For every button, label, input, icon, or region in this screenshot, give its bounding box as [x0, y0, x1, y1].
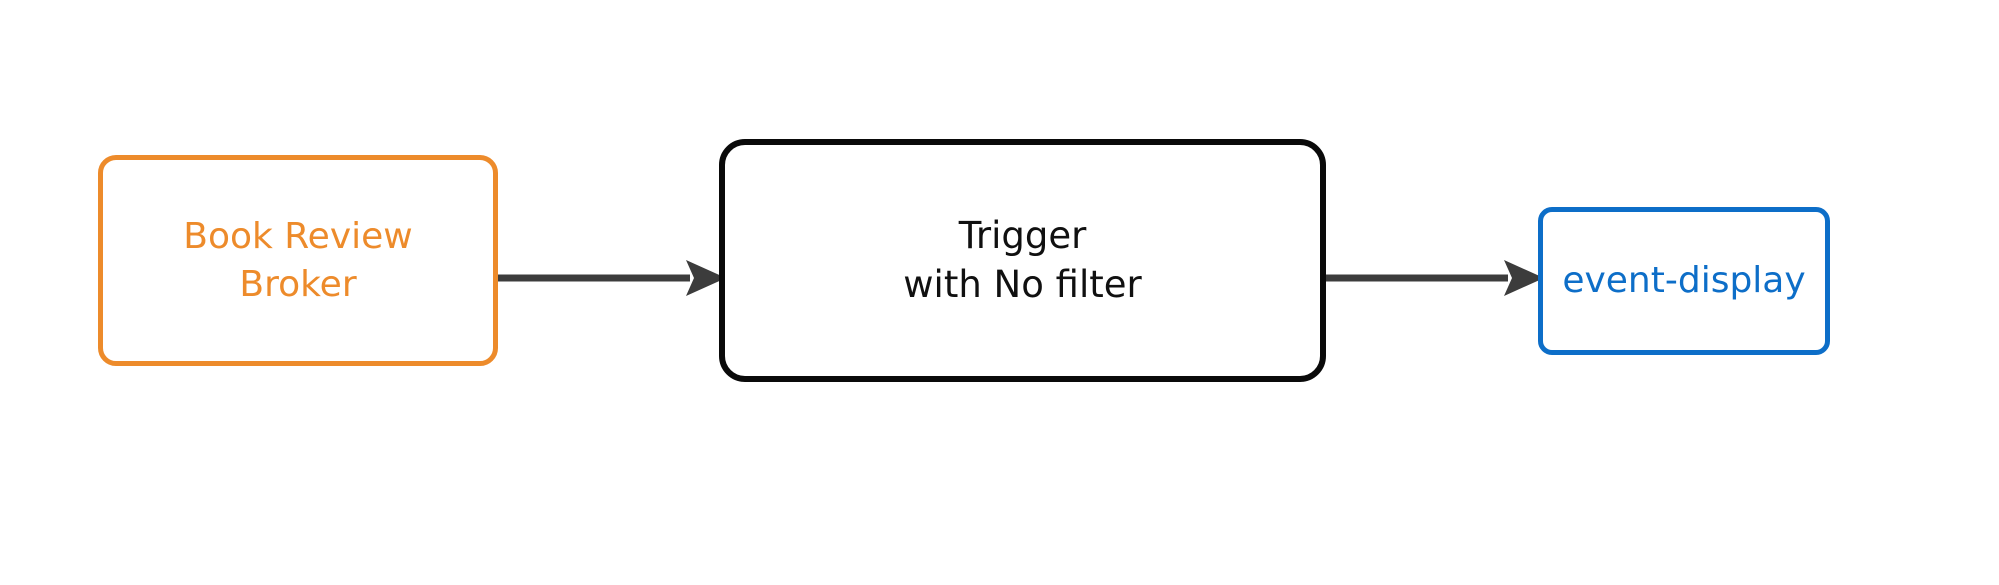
node-trigger-with-no-filter[interactable]: Trigger with No filter	[719, 139, 1326, 382]
arrow-right-icon	[498, 260, 726, 296]
node-sink-label: event-display	[1562, 260, 1806, 302]
node-trigger-label-line-2: with No filter	[903, 262, 1142, 306]
node-event-display[interactable]: event-display	[1538, 207, 1830, 355]
edge-trigger-to-sink	[1326, 256, 1544, 300]
node-broker-label-line-1: Book Review	[183, 215, 413, 257]
node-trigger-label-line-1: Trigger	[958, 213, 1087, 257]
edge-broker-to-trigger	[498, 256, 726, 300]
node-book-review-broker[interactable]: Book Review Broker	[98, 155, 498, 366]
arrow-right-icon	[1326, 260, 1544, 296]
node-broker-label-line-2: Broker	[239, 263, 357, 305]
